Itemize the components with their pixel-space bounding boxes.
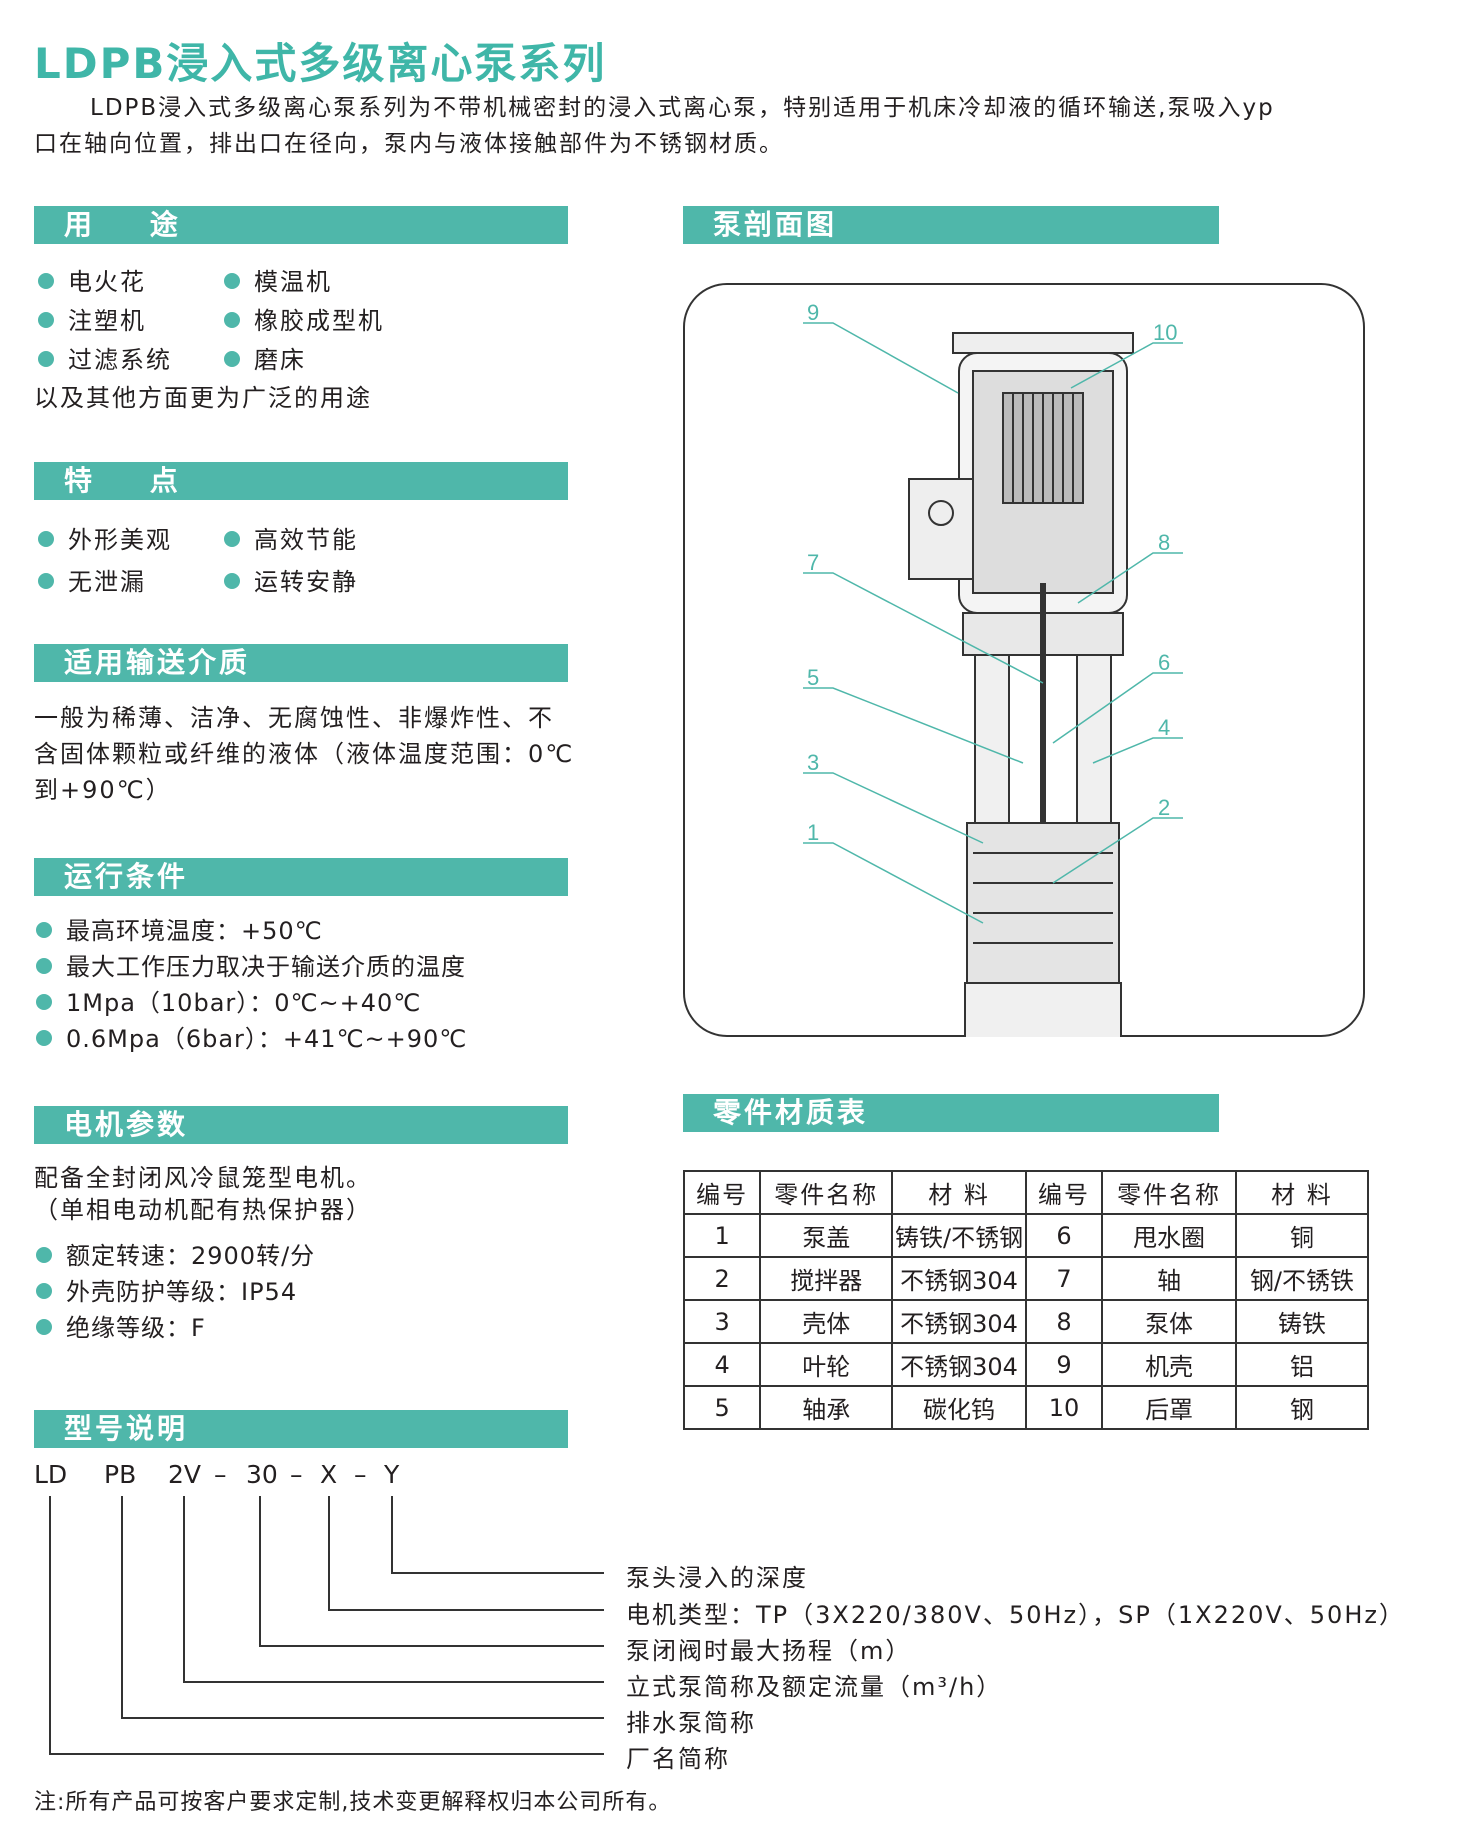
- motor-heading: 电机参数: [34, 1106, 568, 1144]
- conditions-heading: 运行条件: [34, 858, 568, 896]
- list-item: 高效节能: [224, 520, 358, 555]
- model-part: –: [290, 1460, 303, 1489]
- materials-heading: 零件材质表: [683, 1094, 1219, 1132]
- motor-text: 配备全封闭风冷鼠笼型电机。 （单相电动机配有热保护器）: [34, 1164, 372, 1224]
- list-item: 最高环境温度：+50℃: [36, 913, 467, 949]
- list-item: 外形美观: [38, 520, 172, 555]
- usage-heading: 用 途: [34, 206, 568, 244]
- medium-text: 一般为稀薄、洁净、无腐蚀性、非爆炸性、不 含固体颗粒或纤维的液体（液体温度范围：…: [34, 704, 575, 804]
- table-header: 零件名称: [1101, 1170, 1237, 1215]
- intro-text: LDPB浸入式多级离心泵系列为不带机械密封的浸入式离心泵，特别适用于机床冷却液的…: [34, 90, 1394, 162]
- model-desc-item: 厂名简称: [626, 1745, 730, 1773]
- table-header: 材 料: [1234, 1170, 1370, 1215]
- list-item: 电火花: [38, 262, 146, 297]
- bullet-icon: [36, 1247, 52, 1263]
- diagram-label: 5: [807, 665, 819, 690]
- list-item: 0.6Mpa（6bar）：+41℃~+90℃: [36, 1021, 467, 1057]
- motor-list: 额定转速：2900转/分 外壳防护等级：IP54 绝缘等级：F: [36, 1238, 315, 1346]
- model-heading: 型号说明: [34, 1410, 568, 1448]
- diagram-label: 7: [807, 550, 819, 575]
- model-desc-item: 排水泵简称: [626, 1709, 756, 1737]
- list-item: 模温机: [224, 262, 332, 297]
- bullet-icon: [38, 273, 54, 289]
- model-part: LD: [34, 1460, 68, 1489]
- bullet-icon: [36, 1030, 52, 1046]
- section-heading: 泵剖面图: [683, 206, 1219, 244]
- list-item: 过滤系统: [38, 340, 172, 375]
- bullet-icon: [36, 1283, 52, 1299]
- model-part: 30: [246, 1460, 278, 1489]
- table-header: 编号: [682, 1170, 762, 1215]
- list-item: 运转安静: [224, 562, 358, 597]
- bullet-icon: [38, 312, 54, 328]
- intro-line: LDPB浸入式多级离心泵系列为不带机械密封的浸入式离心泵，特别适用于机床冷却液的…: [90, 95, 1275, 121]
- table-header: 材 料: [891, 1170, 1027, 1215]
- table-header: 零件名称: [759, 1170, 894, 1215]
- usage-footer: 以及其他方面更为广泛的用途: [34, 384, 372, 412]
- pump-cross-section-diagram: 9 10 8 7 6 5 4 3 2 1: [803, 300, 1183, 1037]
- table-header-row: 编号 零件名称 材 料 编号 零件名称 材 料: [682, 1170, 1370, 1215]
- intro-line: 口在轴向位置，排出口在径向，泵内与液体接触部件为不锈钢材质。: [34, 131, 784, 157]
- model-part: Y: [384, 1460, 400, 1489]
- bullet-icon: [224, 531, 240, 547]
- model-desc-item: 泵头浸入的深度: [626, 1564, 808, 1592]
- diagram-label: 3: [807, 750, 819, 775]
- bullet-icon: [36, 922, 52, 938]
- list-item: 绝缘等级：F: [36, 1310, 315, 1346]
- conditions-list: 最高环境温度：+50℃ 最大工作压力取决于输送介质的温度 1Mpa（10bar）…: [36, 913, 467, 1057]
- bullet-icon: [224, 273, 240, 289]
- bullet-icon: [38, 351, 54, 367]
- table-header: 编号: [1024, 1170, 1104, 1215]
- bullet-icon: [224, 351, 240, 367]
- bullet-icon: [36, 958, 52, 974]
- diagram-label: 6: [1158, 650, 1170, 675]
- list-item: 1Mpa（10bar）：0℃~+40℃: [36, 985, 467, 1021]
- diagram-label: 9: [807, 300, 819, 325]
- model-part: –: [354, 1460, 367, 1489]
- list-item: 额定转速：2900转/分: [36, 1238, 315, 1274]
- bullet-icon: [36, 1319, 52, 1335]
- bullet-icon: [36, 994, 52, 1010]
- diagram-label: 1: [807, 820, 819, 845]
- bullet-icon: [38, 531, 54, 547]
- list-item: 外壳防护等级：IP54: [36, 1274, 315, 1310]
- page-title: LDPB浸入式多级离心泵系列: [34, 39, 607, 88]
- model-part: X: [320, 1460, 338, 1489]
- bullet-icon: [224, 312, 240, 328]
- diagram-label: 4: [1158, 715, 1170, 740]
- diagram-label: 8: [1158, 530, 1170, 555]
- bullet-icon: [224, 573, 240, 589]
- model-desc-item: 泵闭阀时最大扬程（m）: [626, 1637, 912, 1665]
- features-heading: 特 点: [34, 462, 568, 500]
- diagram-label: 2: [1158, 795, 1170, 820]
- footer-note: 注:所有产品可按客户要求定制,技术变更解释权归本公司所有。: [34, 1790, 672, 1815]
- bullet-icon: [38, 573, 54, 589]
- model-part: PB: [104, 1460, 137, 1489]
- model-connector-lines: [49, 1496, 604, 1755]
- model-desc-item: 电机类型：TP（3X220/380V、50Hz），SP（1X220V、50Hz）: [626, 1601, 1405, 1629]
- model-part: 2V: [168, 1460, 202, 1489]
- diagram-label: 10: [1153, 320, 1177, 345]
- list-item: 无泄漏: [38, 562, 146, 597]
- list-item: 最大工作压力取决于输送介质的温度: [36, 949, 467, 985]
- list-item: 注塑机: [38, 301, 146, 336]
- list-item: 磨床: [224, 340, 306, 375]
- list-item: 橡胶成型机: [224, 301, 384, 336]
- model-desc-item: 立式泵简称及额定流量（m³/h）: [626, 1673, 1003, 1701]
- medium-heading: 适用输送介质: [34, 644, 568, 682]
- model-part: –: [214, 1460, 227, 1489]
